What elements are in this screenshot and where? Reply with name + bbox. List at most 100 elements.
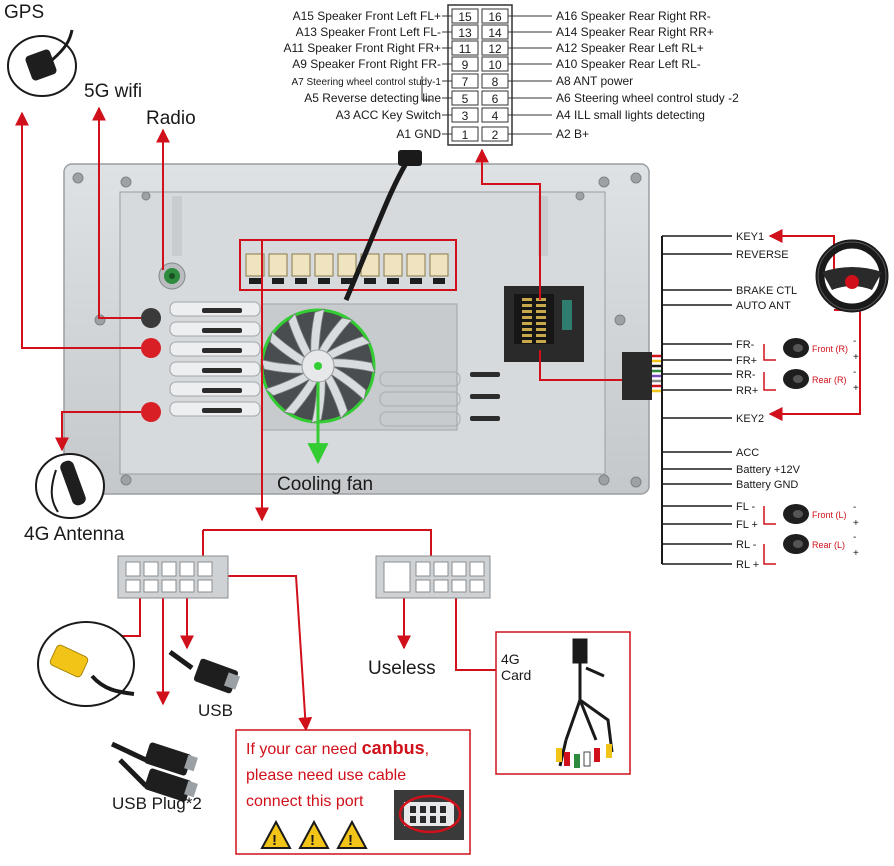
harness-label: Battery +12V: [736, 464, 801, 476]
gps-antenna-icon: [7, 29, 77, 97]
antenna-4g-jack: [141, 402, 161, 422]
speaker-icon: [783, 369, 809, 389]
pin-label-left: A3 ACC Key Switch: [336, 108, 441, 122]
usb-label: USB: [198, 701, 233, 720]
wires: [15, 106, 861, 732]
speaker-label: Rear (L): [812, 540, 845, 550]
pin-number: 1: [462, 128, 469, 142]
pin-number: 15: [458, 10, 472, 24]
pin-number: 10: [488, 58, 502, 72]
speaker-label: Rear (R): [812, 375, 847, 385]
canbus-line-3: connect this port: [246, 793, 364, 810]
warning-icon: !: [260, 819, 292, 849]
speaker-label: Front (L): [812, 510, 847, 520]
pin-label-right: A16 Speaker Rear Right RR-: [556, 9, 711, 23]
radio-label: Radio: [146, 108, 196, 129]
pin-label-left: A9 Speaker Front Right FR-: [292, 57, 441, 71]
harness-label: KEY2: [736, 413, 764, 425]
pin-number: 4: [492, 109, 499, 123]
harness-label: Battery GND: [736, 479, 798, 491]
pin-number: 3: [462, 109, 469, 123]
pin-number: 12: [488, 42, 502, 56]
speaker-icon: [783, 504, 809, 524]
pin-number: 16: [488, 10, 502, 24]
polarity-plus: +: [853, 352, 859, 363]
harness-label: BRAKE CTL: [736, 285, 797, 297]
gps-label: GPS: [4, 2, 44, 23]
polarity-minus: -: [853, 532, 856, 543]
pin-column-right: 16 A16 Speaker Rear Right RR- 14 A14 Speake…: [481, 8, 739, 142]
svg-text:!: !: [348, 832, 353, 849]
speaker-icon: [783, 534, 809, 554]
pin-number: 2: [492, 128, 499, 142]
pin-number: 14: [488, 26, 502, 40]
harness-label: RR-: [736, 369, 756, 381]
svg-text:!: !: [310, 832, 315, 849]
polarity-plus: +: [853, 518, 859, 529]
pin-label-left: A13 Speaker Front Left FL-: [296, 25, 441, 39]
pin-number: 6: [492, 92, 499, 106]
card-label-line2: Card: [501, 667, 531, 683]
head-unit: [63, 163, 650, 495]
polarity-minus: -: [853, 367, 856, 378]
usb-plug-label: USB Plug*2: [112, 794, 202, 813]
pin-label-right: A4 ILL small lights detecting: [556, 108, 705, 122]
harness-label: KEY1: [736, 231, 764, 243]
harness-label: FL +: [736, 519, 758, 531]
pin-label-left: A5 Reverse detecting line: [304, 91, 441, 105]
harness-label: RL -: [736, 539, 757, 551]
polarity-plus: +: [853, 383, 859, 394]
antenna-4g-icon: [35, 453, 105, 519]
pin-number: 7: [462, 75, 469, 89]
pin-label-left: A15 Speaker Front Left FL+: [293, 9, 441, 23]
warning-icon: !: [336, 819, 368, 849]
card-cable-plugs: [556, 744, 612, 768]
harness-cable: [343, 158, 411, 301]
warning-icon: !: [298, 819, 330, 849]
pin-number: 11: [459, 42, 472, 56]
vents-left: [202, 308, 242, 413]
pin-label-left: A11 Speaker Front Right FR+: [283, 41, 441, 55]
usb-cable-icon: [168, 649, 241, 694]
harness-label: REVERSE: [736, 249, 789, 261]
main-connector-pins: [245, 253, 449, 284]
pin-number: 9: [462, 58, 469, 72]
card-connector: [375, 555, 491, 599]
harness-label: FR-: [736, 339, 755, 351]
harness-label: RR+: [736, 385, 758, 397]
gps-jack: [141, 338, 161, 358]
pin-label-right: A12 Speaker Rear Left RL+: [556, 41, 704, 55]
wifi-label: 5G wifi: [84, 81, 142, 102]
useless-label: Useless: [368, 658, 436, 679]
harness-label: ACC: [736, 447, 759, 459]
polarity-plus: +: [853, 548, 859, 559]
harness-plug: [398, 150, 422, 166]
canbus-port-photo: [394, 790, 464, 840]
canbus-line-2: please need use cable: [246, 767, 406, 784]
pin-label-right: A6 Steering wheel control study -2: [556, 91, 739, 105]
speakers: Front (R)-+Rear (R)-+Front (L)-+Rear (L)…: [783, 336, 859, 559]
screws: [72, 172, 642, 488]
antenna-4g-label: 4G Antenna: [24, 524, 125, 545]
pin-label-left: A7 Steering wheel control study-1: [291, 77, 441, 88]
polarity-minus: -: [853, 502, 856, 513]
pin-label-left: A1 GND: [396, 127, 441, 141]
pin-number: 13: [458, 26, 472, 40]
harness-label: FR+: [736, 355, 757, 367]
polarity-minus: -: [853, 336, 856, 347]
pin-number: 5: [462, 92, 469, 106]
harness-connector: [622, 352, 652, 400]
pin-label-right: A14 Speaker Rear Right RR+: [556, 25, 714, 39]
cooling-fan-label: Cooling fan: [277, 474, 373, 495]
steering-wheel-icon: [815, 239, 889, 313]
speaker-icon: [783, 338, 809, 358]
warning-icons: ! ! !: [260, 819, 368, 849]
usb-connector: [117, 555, 229, 599]
card-label-line1: 4G: [501, 651, 520, 667]
pin-label-right: A10 Speaker Rear Left RL-: [556, 57, 701, 71]
